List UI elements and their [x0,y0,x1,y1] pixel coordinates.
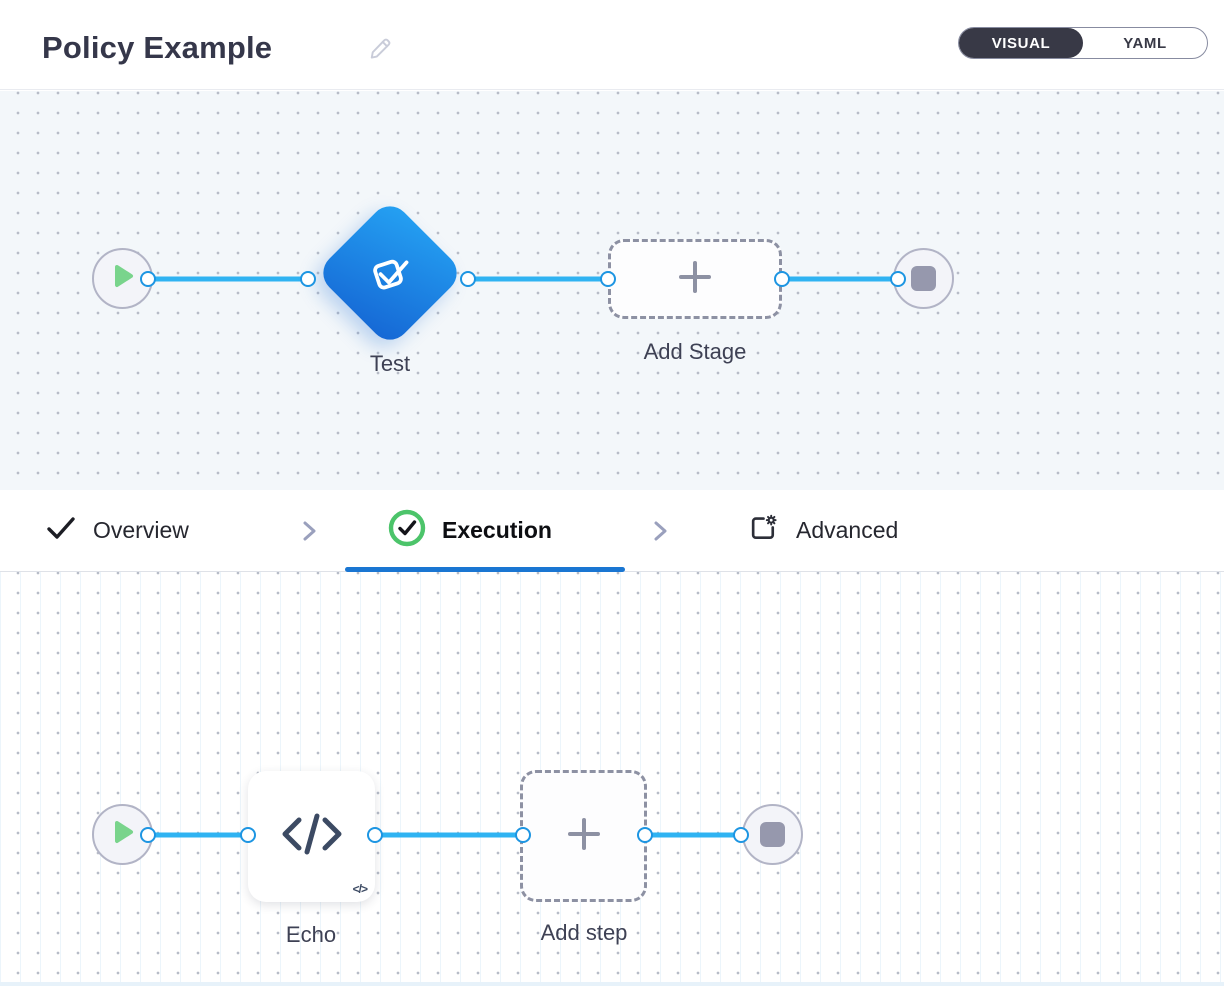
stop-icon [760,822,785,847]
step-canvas[interactable]: </> Echo Add step [0,572,1224,986]
stage-tabbar: Overview Execution [0,490,1224,572]
check-circle-icon [388,509,426,552]
edit-title-button[interactable] [366,36,394,64]
tab-execution-label: Execution [442,517,552,543]
tab-execution[interactable]: Execution [388,490,552,571]
page-title: Policy Example [42,30,273,65]
check-icon [45,515,77,546]
code-badge-icon: </> [352,882,368,896]
edge-port[interactable] [300,271,316,287]
stop-icon [911,266,936,291]
play-icon [110,262,136,295]
chevron-right-icon [298,520,320,542]
tab-overview-label: Overview [93,517,189,543]
edge-line [375,832,523,838]
edge-port[interactable] [140,827,156,843]
edge-line [148,832,248,838]
edge-line [148,276,308,282]
header: Policy Example VISUAL YAML [0,0,1224,90]
edge-port[interactable] [733,827,749,843]
mode-toggle: VISUAL YAML [958,27,1208,59]
execution-end-node [742,804,803,865]
add-stage-button[interactable] [608,239,782,319]
canvas-bottom-edge [0,982,1224,986]
panel-gear-icon [747,512,780,550]
edge-line [645,832,741,838]
tab-advanced[interactable]: Advanced [747,490,898,571]
add-stage-label: Add Stage [643,339,747,364]
edge-port[interactable] [460,271,476,287]
step-label: Echo [285,922,337,947]
toggle-yaml[interactable]: YAML [1123,34,1167,52]
edge-port[interactable] [367,827,383,843]
stage-label: Test [369,351,411,376]
tab-advanced-label: Advanced [796,517,899,543]
edge-port[interactable] [890,271,906,287]
edge-port[interactable] [140,271,156,287]
edge-line [782,276,898,282]
chevron-right-icon [649,520,671,542]
add-step-label: Add step [540,920,628,945]
edge-line [468,276,608,282]
edge-port[interactable] [240,827,256,843]
edge-port[interactable] [774,271,790,287]
edge-port[interactable] [637,827,653,843]
edge-port[interactable] [515,827,531,843]
plus-icon [675,257,715,302]
toggle-visual[interactable]: VISUAL [959,28,1083,58]
play-icon [110,818,136,851]
step-node-echo[interactable]: </> [248,771,375,902]
edge-port[interactable] [600,271,616,287]
add-step-button[interactable] [520,770,647,902]
tab-overview[interactable]: Overview [45,490,189,571]
plus-icon [564,814,604,859]
pencil-icon [367,38,393,65]
check-square-icon [364,247,416,299]
active-tab-underline [345,567,625,572]
code-icon [279,808,345,865]
stage-node-test[interactable] [315,198,465,348]
stage-canvas[interactable]: Test Add Stage [0,91,1224,490]
